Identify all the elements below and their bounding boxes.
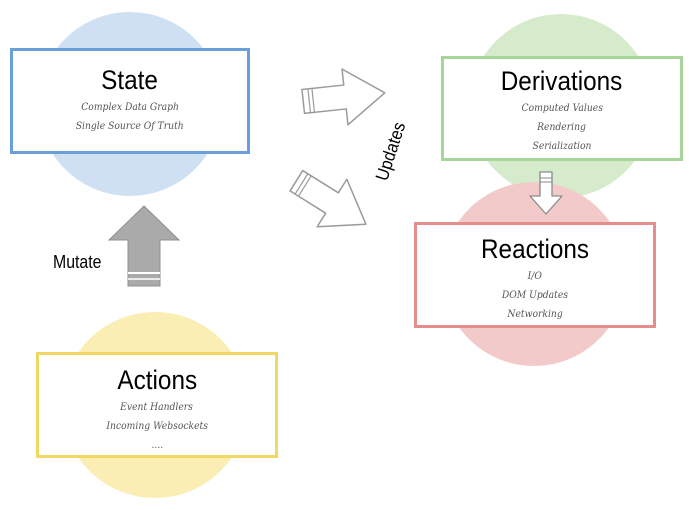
derivations-to-reactions-arrow (529, 171, 563, 215)
actions-line: Incoming Websockets (106, 421, 208, 432)
state-line: Complex Data Graph (81, 102, 179, 113)
mutate-label: Mutate (53, 252, 102, 272)
derivations-box: Derivations Computed Values Rendering Se… (441, 56, 683, 161)
state-line: Single Source Of Truth (75, 121, 185, 132)
actions-box: Actions Event Handlers Incoming Websocke… (36, 352, 278, 458)
mutate-arrow (107, 205, 181, 287)
derivations-line: Serialization (532, 141, 592, 152)
updates-arrow-upper (301, 68, 386, 126)
reactions-box: Reactions I/O DOM Updates Networking (414, 222, 656, 328)
reactions-title: Reactions (480, 234, 590, 264)
derivations-line: Computed Values (521, 103, 603, 114)
actions-line: Event Handlers (120, 402, 194, 413)
reactions-line: Networking (507, 309, 563, 320)
actions-line: .... (151, 440, 163, 451)
derivations-title: Derivations (501, 66, 623, 96)
updates-arrow-lower (289, 169, 367, 228)
reactions-line: DOM Updates (501, 290, 569, 301)
derivations-line: Rendering (537, 122, 587, 133)
state-title: State (101, 65, 159, 95)
actions-title: Actions (117, 365, 197, 395)
reactions-line: I/O (527, 271, 543, 282)
state-box: State Complex Data Graph Single Source O… (10, 48, 250, 154)
